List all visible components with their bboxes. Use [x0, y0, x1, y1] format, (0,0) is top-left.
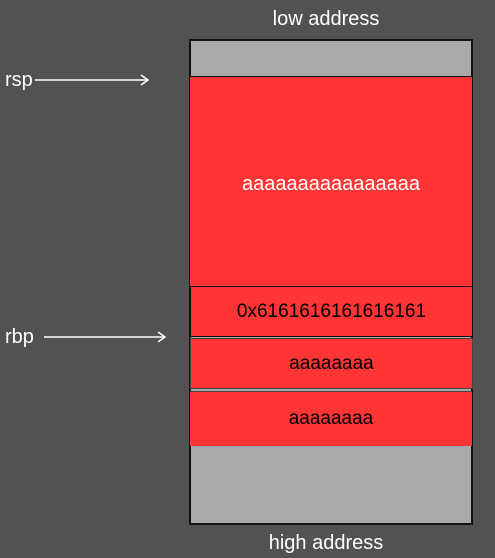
rbp-pointer: rbp: [5, 325, 168, 349]
rbp-arrow-icon: [43, 331, 167, 343]
stack-buffer-value: aaaaaaaaaaaaaaaa: [242, 173, 420, 195]
rbp-label: rbp: [5, 326, 34, 348]
low-address-label: low address: [272, 8, 380, 30]
stack-buffer: aaaaaaaaaaaaaaaa: [190, 76, 472, 287]
high-address-label: high address: [268, 532, 384, 554]
stack-slot-2-value: aaaaaaaa: [288, 408, 374, 429]
rsp-pointer: rsp: [5, 68, 151, 92]
saved-rbp-slot: 0x6161616161616161: [190, 286, 473, 337]
stack-slot-2: aaaaaaaa: [190, 391, 472, 446]
saved-rbp-value: 0x6161616161616161: [236, 300, 427, 322]
rsp-label: rsp: [5, 69, 33, 91]
stack-slot-1-value: aaaaaaaa: [289, 352, 374, 374]
rsp-arrow-icon: [34, 74, 150, 86]
stack-slot-1: aaaaaaaa: [190, 338, 473, 389]
